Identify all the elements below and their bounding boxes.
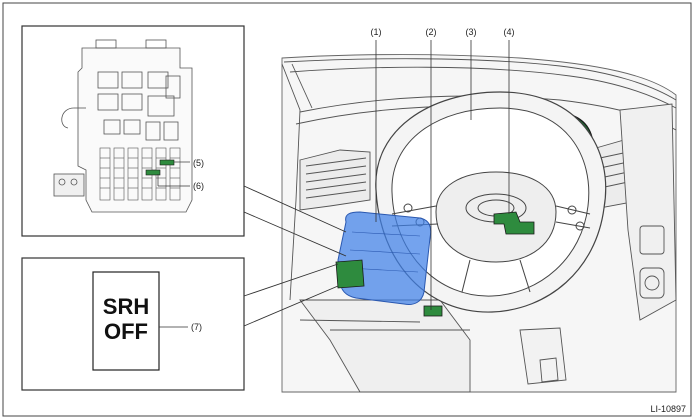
part-4-highlight [493,211,535,235]
srh-switch-label-line2: OFF [104,319,148,344]
left-air-vent [299,149,371,211]
callout-5: (5) [193,158,204,168]
srh-switch-label-line1: SRH [103,294,149,319]
callout-1: (1) [371,27,382,37]
inset-connector-line [243,263,339,297]
steering-wheel [375,91,607,313]
callout-6: (6) [193,181,204,191]
srh-off-switch [92,271,160,371]
inset-connector-line [243,211,347,257]
inset-connector-line [243,185,347,233]
callout-7: (7) [191,322,202,332]
figure-code: LI-10897 [650,404,686,414]
callout-2: (2) [426,27,437,37]
fuse-5-highlight [159,159,175,166]
column-module-highlight [335,259,365,289]
fuse-box-drawing [53,39,193,213]
inset-connector-line [243,285,339,327]
combination-switch-highlight [337,211,432,305]
fuse-6-highlight [145,169,161,176]
callout-3: (3) [466,27,477,37]
callout-leaders [375,40,510,310]
callout-4: (4) [504,27,515,37]
part-2-highlight [423,305,443,317]
